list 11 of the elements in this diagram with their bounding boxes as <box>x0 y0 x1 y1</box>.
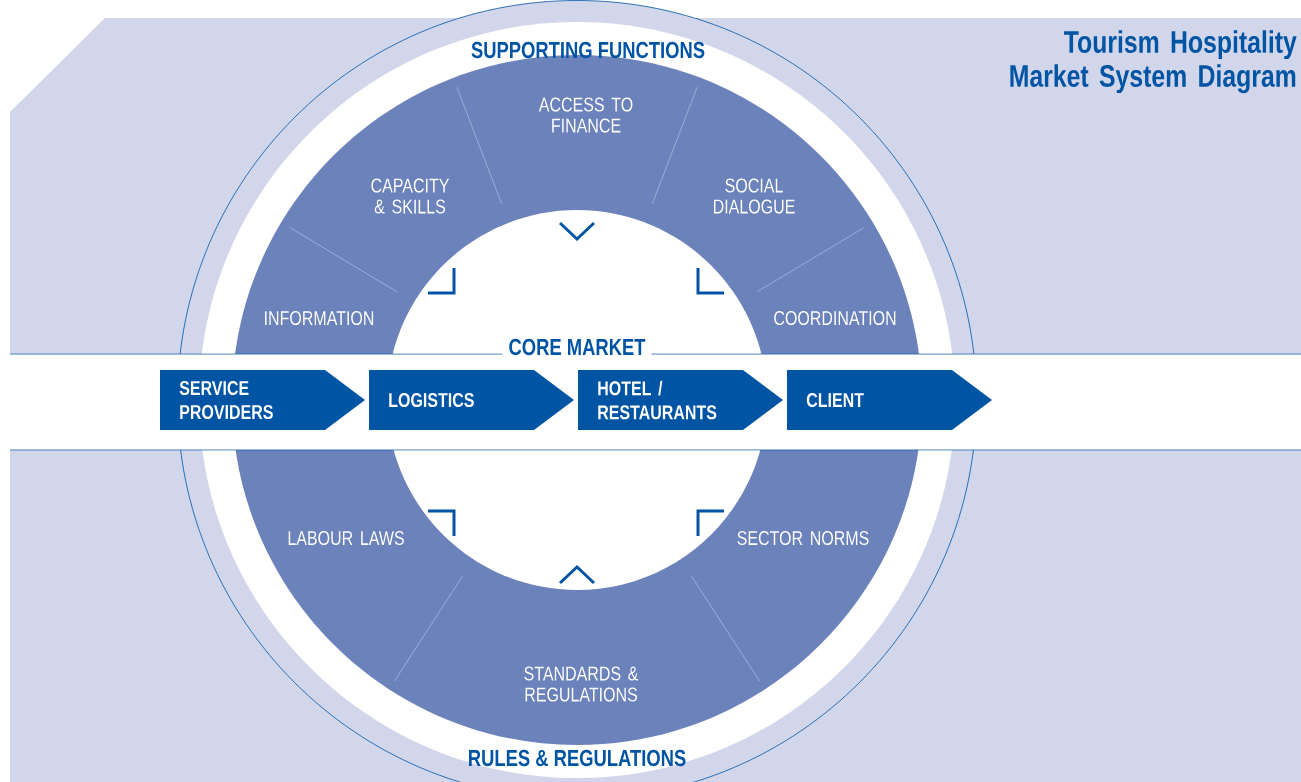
segment-label: LABOUR LAWS <box>288 530 404 546</box>
segment-label: SECTOR NORMS <box>737 530 869 546</box>
segment-label: ACCESS TO FINANCE <box>538 97 633 133</box>
segment-label: STANDARDS & REGULATIONS <box>524 666 639 702</box>
segment-label: SOCIAL DIALOGUE <box>714 178 795 214</box>
segment-label: COORDINATION <box>774 310 896 326</box>
ring-heading: SUPPORTING FUNCTIONS <box>471 41 705 59</box>
ring-heading: RULES & REGULATIONS <box>469 749 686 767</box>
segment-label: INFORMATION <box>265 310 374 326</box>
title: Tourism Hospitality Market System Diagram <box>1010 30 1297 94</box>
segment-label: CAPACITY & SKILLS <box>371 178 450 214</box>
